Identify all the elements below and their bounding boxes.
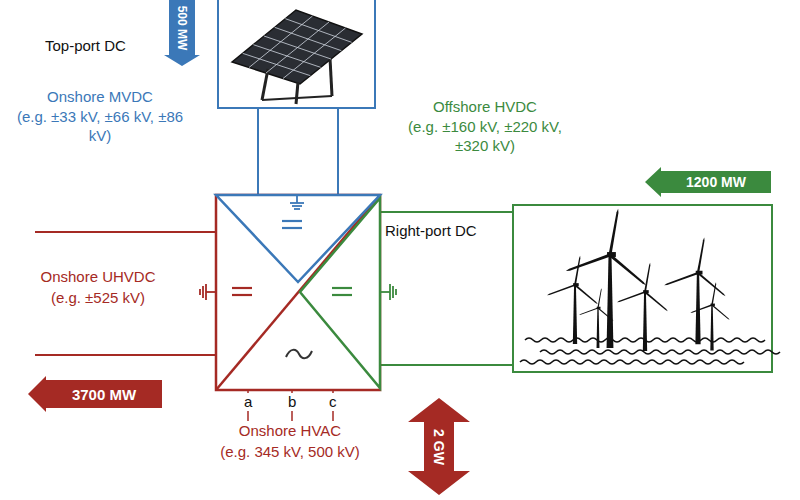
- wind-farm-box: [513, 205, 772, 372]
- arrow-fill: [164, 0, 200, 66]
- wave-line: [540, 350, 780, 354]
- power-flow-arrow: 2 GW: [408, 398, 470, 495]
- power-flow-arrow: 3700 MW: [28, 376, 162, 412]
- sea-waves: [520, 338, 780, 364]
- panel-grid-line: [266, 22, 329, 73]
- power-value: 1200 MW: [686, 175, 746, 189]
- dc-wire: [35, 231, 216, 233]
- ground-symbol: [290, 196, 304, 209]
- voltage-range: (e.g. ±160 kV, ±220 kV, ±320 kV): [390, 118, 580, 156]
- phase-label: c: [329, 393, 337, 412]
- phase-wire: [248, 390, 333, 421]
- ground-symbol: [381, 284, 396, 300]
- dc-wire: [380, 364, 513, 366]
- power-value: 2 GW: [432, 429, 446, 465]
- solar-panel: [232, 10, 362, 104]
- dc-wire: [257, 108, 259, 195]
- ground-symbol: [200, 284, 216, 300]
- solar-box: [218, 0, 375, 108]
- voltage-heading: Onshore UHVDC: [40, 268, 155, 287]
- dc-symbol: [232, 221, 352, 295]
- panel-leg: [330, 58, 332, 96]
- voltage-heading: Offshore HVDC: [433, 98, 537, 117]
- voltage-heading: Onshore MVDC: [47, 88, 153, 107]
- panel-leg: [296, 82, 298, 104]
- panel-grid-line: [283, 28, 346, 79]
- wave-line: [520, 360, 744, 364]
- power-value: 500 MW: [176, 5, 188, 50]
- port-label: Right-port DC: [385, 222, 477, 241]
- arrow-fill: [408, 398, 470, 495]
- power-flow-arrow: 500 MW: [164, 0, 200, 66]
- panel-stand: [262, 96, 332, 100]
- dc-wire: [337, 108, 339, 195]
- top-port-triangle: [216, 195, 380, 282]
- phase-label: b: [288, 393, 296, 412]
- converter-diagonal: [216, 195, 380, 390]
- converter-box: [216, 195, 380, 390]
- power-flow-arrow: 1200 MW: [645, 167, 771, 197]
- port-label: Top-port DC: [45, 37, 126, 56]
- panel-face: [232, 10, 362, 84]
- voltage-range: (e.g. 345 kV, 500 kV): [220, 443, 360, 462]
- panel-grid-line: [249, 16, 313, 68]
- power-value: 3700 MW: [72, 387, 136, 402]
- ac-symbol: [286, 350, 312, 358]
- dc-wire: [35, 354, 216, 356]
- phase-label: a: [244, 393, 252, 412]
- wave-line: [525, 338, 765, 342]
- arrow-fill: [28, 376, 162, 412]
- panel-leg: [262, 69, 268, 100]
- voltage-heading: Onshore HVAC: [239, 422, 341, 441]
- wind-farm: [547, 208, 730, 350]
- voltage-range: (e.g. ±525 kV): [51, 289, 145, 308]
- dc-wire: [380, 211, 513, 213]
- voltage-range: (e.g. ±33 kV, ±66 kV, ±86 kV): [13, 108, 188, 146]
- arrow-fill: [645, 167, 771, 197]
